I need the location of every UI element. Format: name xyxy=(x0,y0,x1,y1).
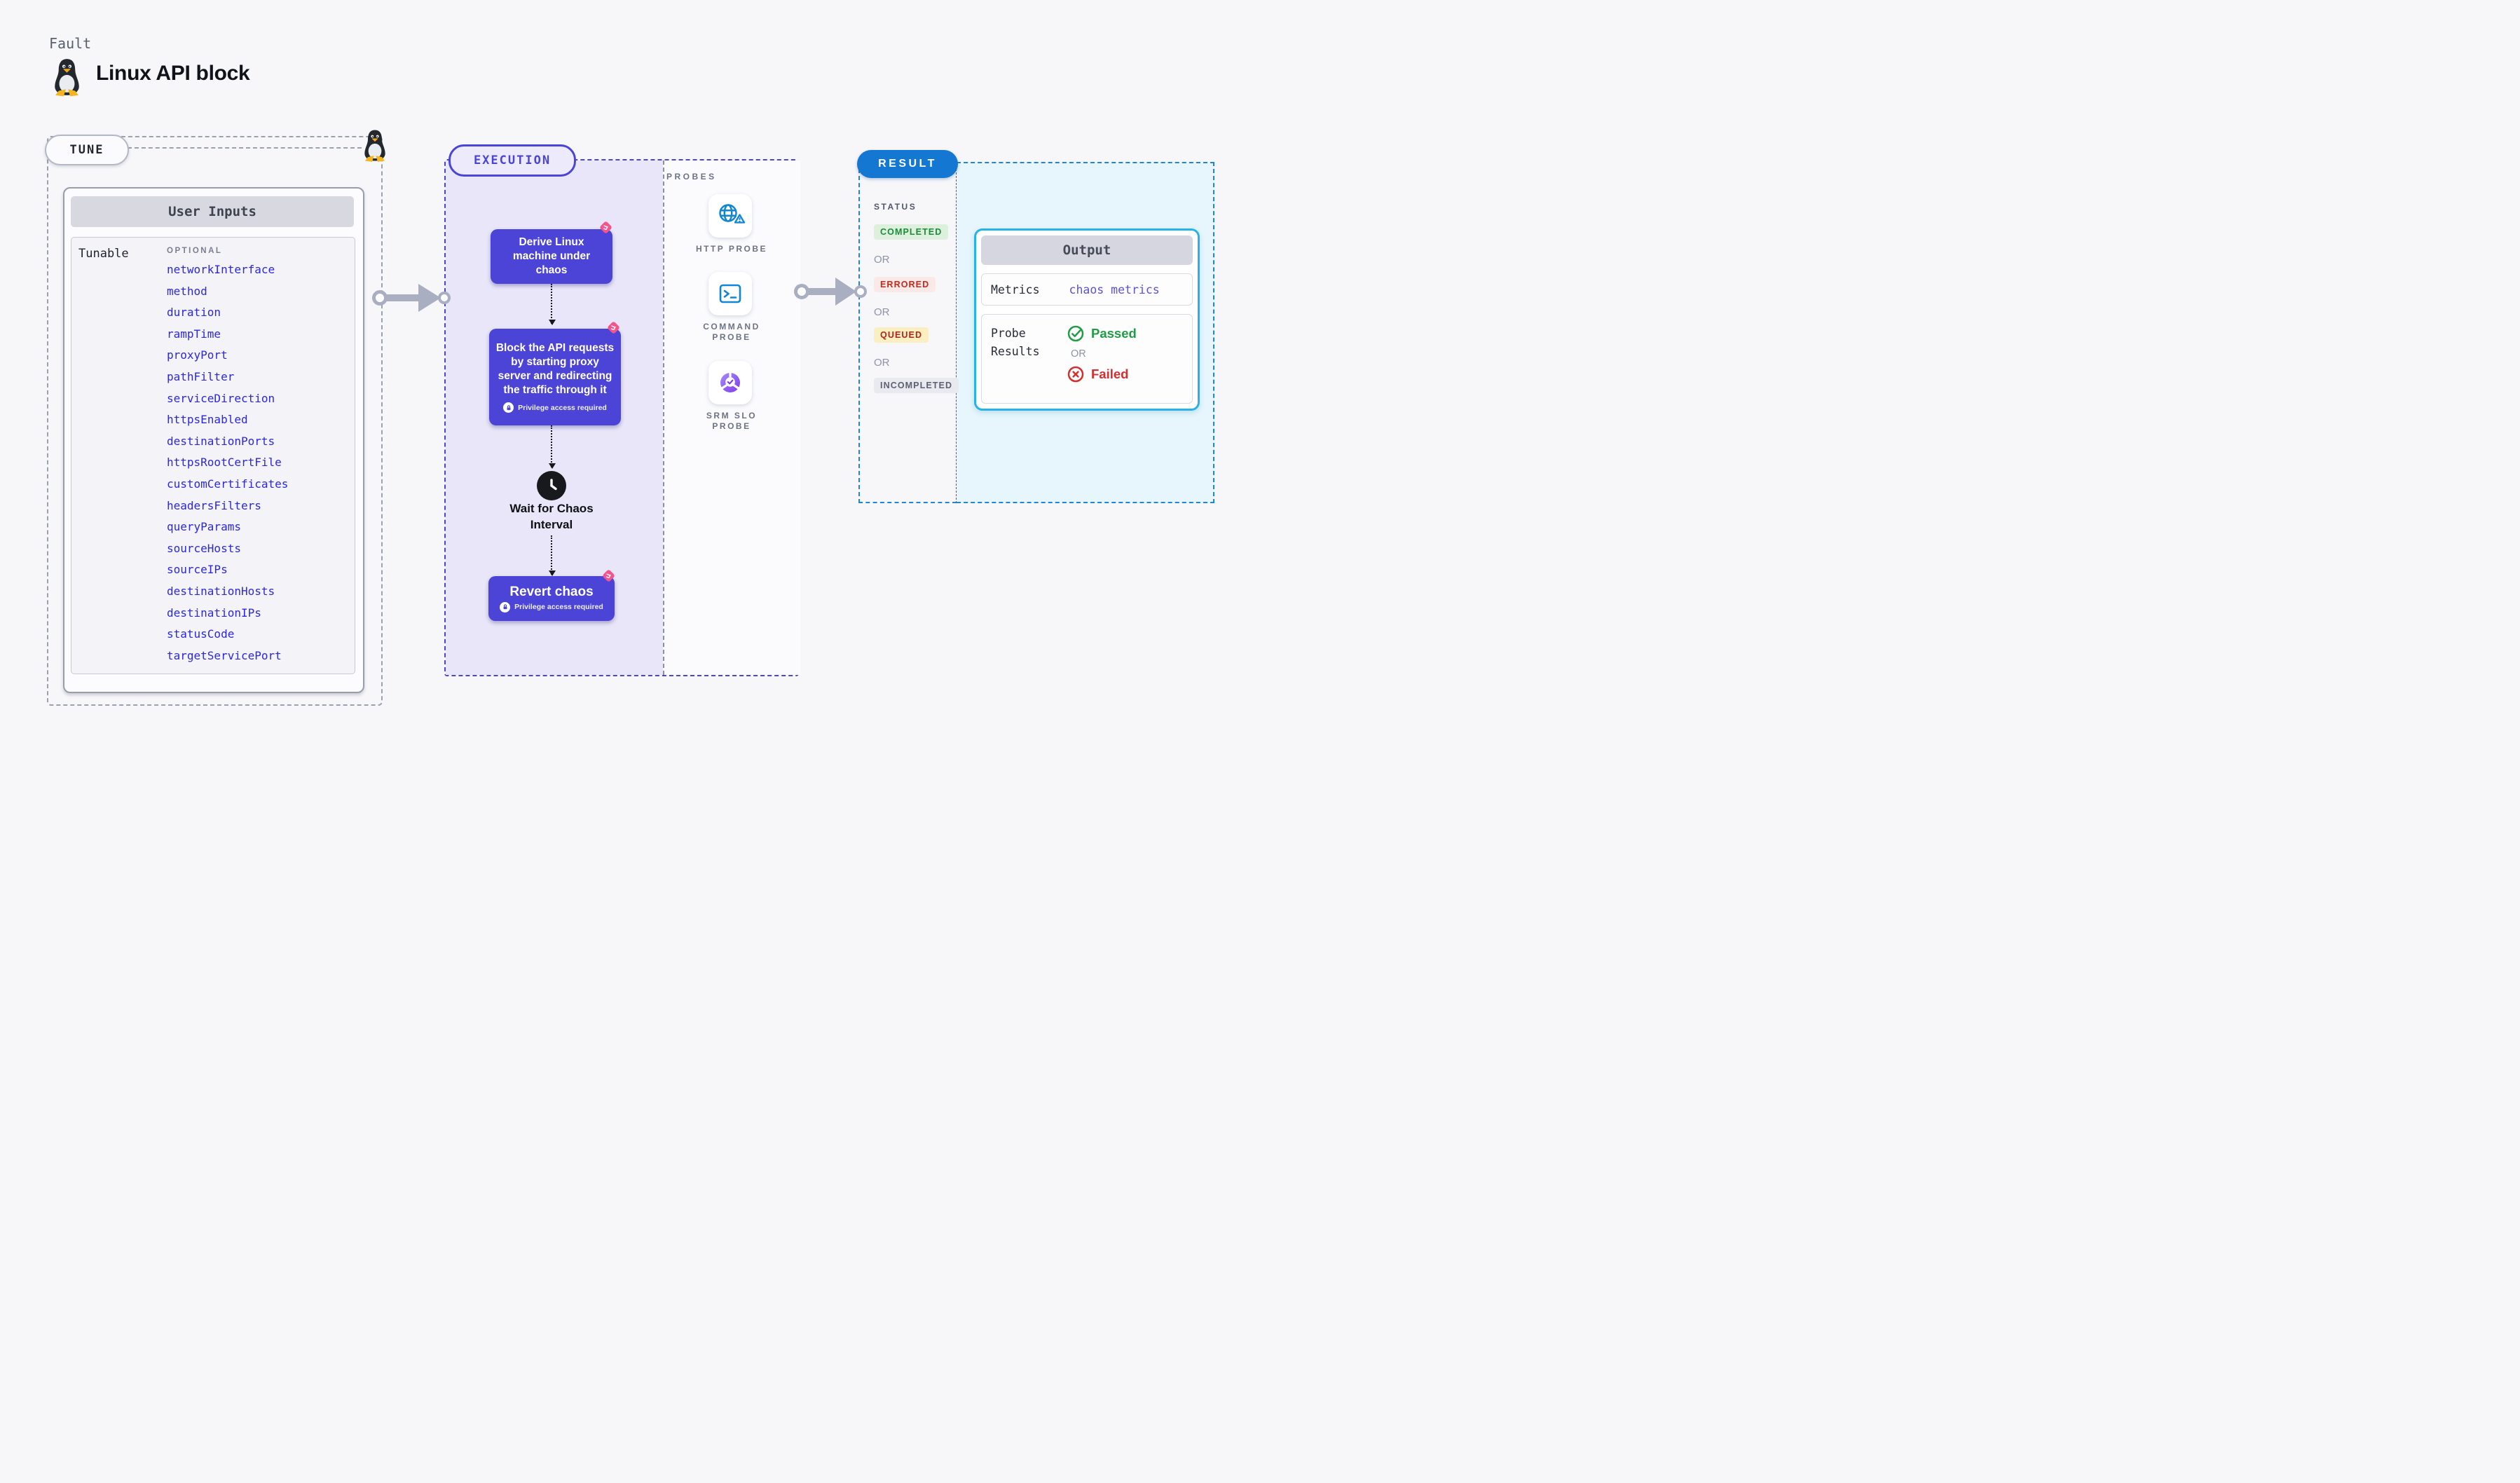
srm-slo-probe-card xyxy=(708,361,752,404)
command-probe-card xyxy=(708,272,752,315)
tune-section-border xyxy=(47,136,383,706)
result-pill: RESULT xyxy=(857,150,958,178)
parameter-item: method xyxy=(167,284,207,298)
chaos-badge-icon xyxy=(600,221,612,233)
step-derive-machine: Derive Linux machine under chaos xyxy=(491,229,612,284)
parameter-item: sourceIPs xyxy=(167,563,228,577)
parameter-item: duration xyxy=(167,306,221,320)
parameter-item: statusCode xyxy=(167,627,235,641)
parameter-item: serviceDirection xyxy=(167,391,275,405)
parameter-item: destinationPorts xyxy=(167,434,275,448)
srm-slo-probe-label: SRM SLO PROBE xyxy=(706,411,758,431)
slo-donut-icon xyxy=(720,372,740,392)
parameter-item: sourceHosts xyxy=(167,541,241,555)
lock-icon xyxy=(500,601,511,613)
status-column-label: STATUS xyxy=(874,202,917,212)
probe-results-row: Probe Results Passed OR Failed xyxy=(981,314,1193,404)
tunable-parameters-list: networkInterface method duration rampTim… xyxy=(167,264,288,662)
output-card-header: Output xyxy=(981,235,1193,265)
flow-connector xyxy=(548,425,556,469)
clock-icon xyxy=(537,471,566,500)
tux-penguin-icon xyxy=(55,59,79,97)
or-separator: OR xyxy=(1071,348,1086,360)
parameter-item: destinationIPs xyxy=(167,606,261,620)
parameter-item: queryParams xyxy=(167,520,241,534)
parameter-item: httpsEnabled xyxy=(167,413,248,427)
user-inputs-list-panel xyxy=(71,237,355,674)
probes-section-label: PROBES xyxy=(666,172,717,182)
parameter-item: proxyPort xyxy=(167,348,228,362)
step-wait-interval: Wait for Chaos Interval xyxy=(509,502,594,531)
fault-kicker: Fault xyxy=(49,35,92,52)
check-circle-icon xyxy=(1067,325,1084,342)
tux-penguin-small-icon xyxy=(364,130,385,162)
fault-diagram-page: Fault Linux API block TUNE User Inputs T… xyxy=(0,0,1260,742)
metrics-row: Metrics chaos metrics xyxy=(981,273,1193,306)
failed-label: Failed xyxy=(1091,367,1129,381)
metrics-value: chaos metrics xyxy=(1069,282,1160,296)
user-inputs-header: User Inputs xyxy=(71,196,354,227)
command-probe-label: COMMAND PROBE xyxy=(703,322,760,342)
parameter-item: targetServicePort xyxy=(167,648,282,662)
or-separator: OR xyxy=(874,254,890,266)
tunable-row-label: Tunable xyxy=(78,247,129,261)
tune-dashed-connector xyxy=(128,147,362,149)
or-separator: OR xyxy=(874,357,890,369)
passed-label: Passed xyxy=(1091,326,1137,341)
status-badge-errored: ERRORED xyxy=(874,277,936,292)
lock-icon xyxy=(503,402,514,413)
parameter-item: destinationHosts xyxy=(167,584,275,598)
globe-alert-icon xyxy=(719,204,746,224)
http-probe-label: HTTP PROBE xyxy=(695,244,768,254)
execution-pill: EXECUTION xyxy=(448,144,576,177)
probe-results-label: Probe Results xyxy=(991,327,1040,358)
parameter-item: rampTime xyxy=(167,327,221,341)
x-circle-icon xyxy=(1067,366,1084,383)
optional-column-label: OPTIONAL xyxy=(167,247,223,255)
status-badge-incompleted: INCOMPLETED xyxy=(874,378,959,393)
step-block-api: Block the API requests by starting proxy… xyxy=(489,329,621,425)
parameter-item: customCertificates xyxy=(167,477,289,491)
status-badge-queued: QUEUED xyxy=(874,327,929,343)
flow-connector xyxy=(548,535,556,576)
step-revert-chaos: Revert chaos Privilege access required xyxy=(488,576,615,621)
terminal-icon xyxy=(719,284,741,303)
tune-pill: TUNE xyxy=(45,135,129,165)
page-title: Linux API block xyxy=(96,62,250,85)
privilege-note: Privilege access required xyxy=(514,603,603,611)
chaos-badge-icon xyxy=(608,322,619,334)
parameter-item: httpsRootCertFile xyxy=(167,456,282,470)
parameter-item: headersFilters xyxy=(167,498,261,512)
metrics-label: Metrics xyxy=(991,282,1040,296)
parameter-item: networkInterface xyxy=(167,263,275,276)
flow-connector xyxy=(548,284,556,325)
chaos-badge-icon xyxy=(603,570,615,582)
parameter-item: pathFilter xyxy=(167,369,235,383)
status-badge-completed: COMPLETED xyxy=(874,224,949,240)
probes-panel-background xyxy=(663,160,800,675)
or-separator: OR xyxy=(874,306,890,318)
privilege-note: Privilege access required xyxy=(518,403,607,412)
http-probe-card xyxy=(708,194,752,238)
